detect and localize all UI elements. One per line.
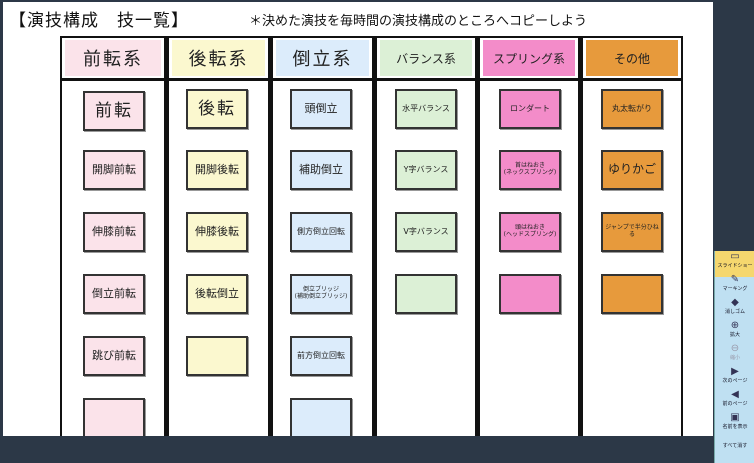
skill-card[interactable]: 後転 xyxy=(186,89,248,129)
blank-card[interactable] xyxy=(395,274,457,314)
show-name-icon: ▣ xyxy=(730,412,740,423)
column-backward-roll: 後転系 後転 開脚後転 伸膝後転 後転倒立 xyxy=(169,38,268,436)
skill-card[interactable]: 側方倒立回転 xyxy=(290,212,352,252)
skill-card[interactable]: 伸膝後転 xyxy=(186,212,248,252)
column-handstand: 倒立系 頭倒立 補助倒立 側方倒立回転 倒立ブリッジ (補助倒立ブリッジ) 前方… xyxy=(273,38,372,436)
skill-card[interactable]: 後転倒立 xyxy=(186,274,248,314)
clear-all-button[interactable]: すべて消す xyxy=(722,443,748,449)
zoom-out-icon: ⊖ xyxy=(730,343,740,354)
column-balance: バランス系 水平バランス Y字バランス V字バランス xyxy=(377,38,475,436)
skill-card[interactable]: 頭倒立 xyxy=(290,89,352,129)
pen-icon: ✎ xyxy=(730,274,740,285)
column-header: 後転系 xyxy=(172,40,265,76)
column-header: その他 xyxy=(586,40,678,76)
skill-card[interactable]: ロンダート xyxy=(499,89,561,129)
column-spring: スプリング系 ロンダート 首はねおき (ネックスプリング) 頭はねおき (ヘッド… xyxy=(480,38,578,436)
skill-table: 前転系 前転 開脚前転 伸膝前転 倒立前転 跳び前転 後転系 後転 開脚後転 伸… xyxy=(60,36,683,436)
skill-card[interactable]: 倒立ブリッジ (補助倒立ブリッジ) xyxy=(290,274,352,314)
show-name-button[interactable]: ▣ 名前を表示 xyxy=(722,412,748,430)
prev-page-button[interactable]: ◀ 前のページ xyxy=(722,389,748,407)
blank-card[interactable] xyxy=(499,274,561,314)
slideshow-icon: ▭ xyxy=(730,251,740,262)
skill-card[interactable]: 前転 xyxy=(83,91,145,131)
column-divider xyxy=(268,38,273,436)
skill-card[interactable]: 開脚前転 xyxy=(83,150,145,190)
column-header: バランス系 xyxy=(380,40,472,76)
skill-card[interactable]: 首はねおき (ネックスプリング) xyxy=(499,150,561,190)
column-forward-roll: 前転系 前転 開脚前転 伸膝前転 倒立前転 跳び前転 xyxy=(62,38,164,436)
column-divider xyxy=(164,38,169,436)
skill-card[interactable]: 倒立前転 xyxy=(83,274,145,314)
slide-canvas: 【演技構成 技一覧】 ＊決めた演技を毎時間の演技構成のところへコピーしよう 前転… xyxy=(3,2,713,436)
page-title: 【演技構成 技一覧】 xyxy=(9,11,189,31)
skill-card[interactable]: 水平バランス xyxy=(395,89,457,129)
next-page-button[interactable]: ▶ 次のページ xyxy=(722,366,748,384)
zoom-out-button[interactable]: ⊖ 縮小 xyxy=(729,343,740,361)
skill-card[interactable]: 前方倒立回転 xyxy=(290,336,352,376)
skill-card[interactable]: 補助倒立 xyxy=(290,150,352,190)
instruction-text: ＊決めた演技を毎時間の演技構成のところへコピーしよう xyxy=(249,14,588,29)
column-other: その他 丸太転がり ゆりかご ジャンプで半分ひねる xyxy=(583,38,681,436)
skill-card[interactable]: Y字バランス xyxy=(395,150,457,190)
eraser-button[interactable]: ◆ 消しゴム xyxy=(724,297,745,315)
skill-card[interactable]: ジャンプで半分ひねる xyxy=(601,212,663,252)
column-divider xyxy=(578,38,583,436)
skill-card[interactable]: 丸太転がり xyxy=(601,89,663,129)
skill-card[interactable]: 開脚後転 xyxy=(186,150,248,190)
skill-card[interactable]: 跳び前転 xyxy=(83,336,145,376)
blank-card[interactable] xyxy=(186,336,248,376)
zoom-in-icon: ⊕ xyxy=(730,320,740,331)
skill-card[interactable]: 頭はねおき (ヘッドスプリング) xyxy=(499,212,561,252)
skill-card[interactable]: ゆりかご xyxy=(601,150,663,190)
blank-card[interactable] xyxy=(601,274,663,314)
prev-page-icon: ◀ xyxy=(731,389,739,400)
header-divider xyxy=(62,78,681,81)
skill-card[interactable]: 伸膝前転 xyxy=(83,212,145,252)
column-divider xyxy=(372,38,377,436)
bottom-bar xyxy=(3,436,714,463)
column-header: 倒立系 xyxy=(276,40,369,76)
next-page-icon: ▶ xyxy=(731,366,739,377)
column-header: スプリング系 xyxy=(483,40,575,76)
blank-card[interactable] xyxy=(290,398,352,436)
eraser-icon: ◆ xyxy=(731,297,739,308)
column-divider xyxy=(475,38,480,436)
column-header: 前転系 xyxy=(65,40,161,76)
marking-button[interactable]: ✎ マーキング xyxy=(722,274,748,292)
tool-sidebar: ▭ スライドショー ✎ マーキング ◆ 消しゴム ⊕ 拡大 ⊖ 縮小 ▶ 次のペ… xyxy=(714,251,754,463)
zoom-in-button[interactable]: ⊕ 拡大 xyxy=(729,320,740,338)
blank-card[interactable] xyxy=(83,398,145,436)
skill-card[interactable]: V字バランス xyxy=(395,212,457,252)
slideshow-button[interactable]: ▭ スライドショー xyxy=(715,251,754,277)
